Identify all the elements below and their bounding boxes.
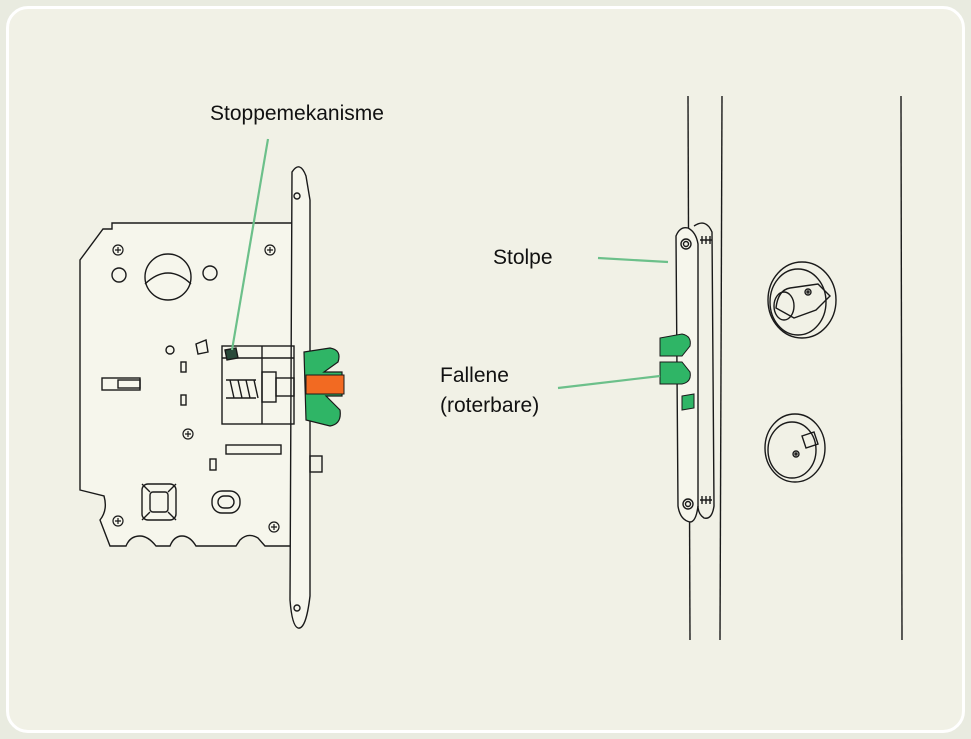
stolpe-leader: [597, 256, 669, 264]
latch-spring: [226, 379, 259, 399]
fallene-label-line2: (roterbare): [440, 394, 539, 417]
fallene-label-line1: Fallene: [440, 364, 509, 387]
stoppemekanisme-label: Stoppemekanisme: [210, 102, 384, 125]
cylinder-hole: [144, 253, 192, 301]
lock-case: [79, 222, 293, 547]
fallene-leader: [557, 374, 661, 390]
handle-rose: [764, 413, 826, 483]
stoppemekanisme-leader: [230, 138, 270, 351]
handle-spindle-hole: [141, 483, 177, 521]
door-deadbolt: [681, 393, 695, 411]
latch-orange: [305, 374, 345, 395]
mortise-lock: [79, 166, 345, 629]
cylinder-rose: [767, 261, 837, 339]
face-plate: [289, 166, 311, 629]
door-latch-upper: [659, 333, 691, 357]
stolpe-label: Stolpe: [493, 246, 553, 269]
door-edge: [659, 95, 903, 641]
door-latch-lower: [659, 361, 691, 385]
